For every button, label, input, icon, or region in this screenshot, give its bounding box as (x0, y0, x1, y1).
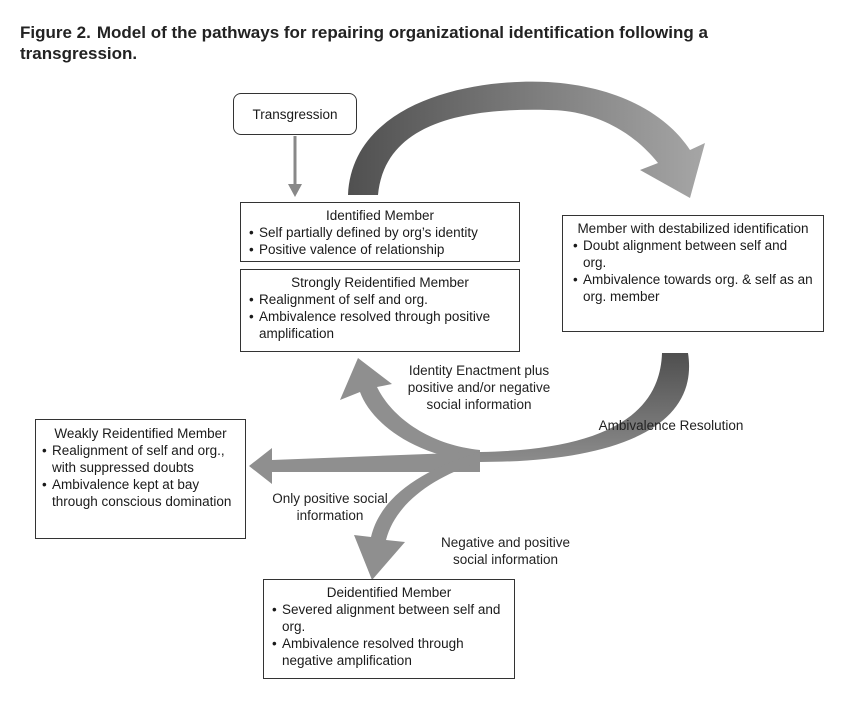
destabilized-member-title: Member with destabilized identification (577, 221, 809, 236)
weakly-reidentified-title: Weakly Reidentified Member (54, 426, 227, 441)
destabilize-arc-arrow (348, 81, 705, 198)
strong-path-arrow (340, 358, 480, 462)
strongly-reidentified-title: Strongly Reidentified Member (291, 275, 469, 290)
ambivalence-resolution-label: Ambivalence Resolution (598, 418, 744, 433)
destabilized-member-bullet: Ambivalence towards org. & self as an or… (573, 271, 813, 305)
strongly-reidentified-node: Strongly Reidentified Member Realignment… (240, 269, 520, 352)
figure-title: Figure 2.Model of the pathways for repai… (20, 22, 820, 64)
strongly-reidentified-bullet: Realignment of self and org. (249, 291, 511, 308)
deident-path-arrow (354, 452, 480, 580)
negative-positive-label: Negative and positive social information (440, 535, 571, 567)
weakly-reidentified-bullet: Realignment of self and org., with suppr… (42, 442, 239, 476)
identity-enactment-label: Identity Enactment plus positive and/or … (407, 363, 551, 412)
deidentified-member-bullet: Severed alignment between self and org. (272, 601, 506, 635)
transgression-arrow (288, 136, 302, 197)
identified-member-title: Identified Member (325, 208, 435, 223)
weakly-reidentified-bullet: Ambivalence kept at bay through consciou… (42, 476, 239, 510)
destabilized-member-bullet: Doubt alignment between self and org. (573, 237, 813, 271)
identified-member-bullet: Self partially defined by org’s identity (249, 224, 511, 241)
figure-caption: Model of the pathways for repairing orga… (20, 23, 708, 63)
deidentified-member-bullet: Ambivalence resolved through negative am… (272, 635, 506, 669)
deidentified-member-title: Deidentified Member (326, 585, 452, 600)
transgression-node: Transgression (233, 93, 357, 135)
figure-number: Figure 2. (20, 23, 91, 42)
only-positive-label: Only positive social information (272, 491, 388, 523)
identified-member-node: Identified Member Self partially defined… (240, 202, 520, 262)
transgression-label: Transgression (252, 106, 338, 122)
resolution-sweep-arrow (480, 353, 690, 462)
weak-path-arrow (249, 448, 480, 484)
deidentified-member-node: Deidentified Member Severed alignment be… (263, 579, 515, 679)
weakly-reidentified-node: Weakly Reidentified Member Realignment o… (35, 419, 246, 539)
destabilized-member-node: Member with destabilized identification … (562, 215, 824, 332)
identified-member-bullet: Positive valence of relationship (249, 241, 511, 258)
strongly-reidentified-bullet: Ambivalence resolved through positive am… (249, 308, 511, 342)
